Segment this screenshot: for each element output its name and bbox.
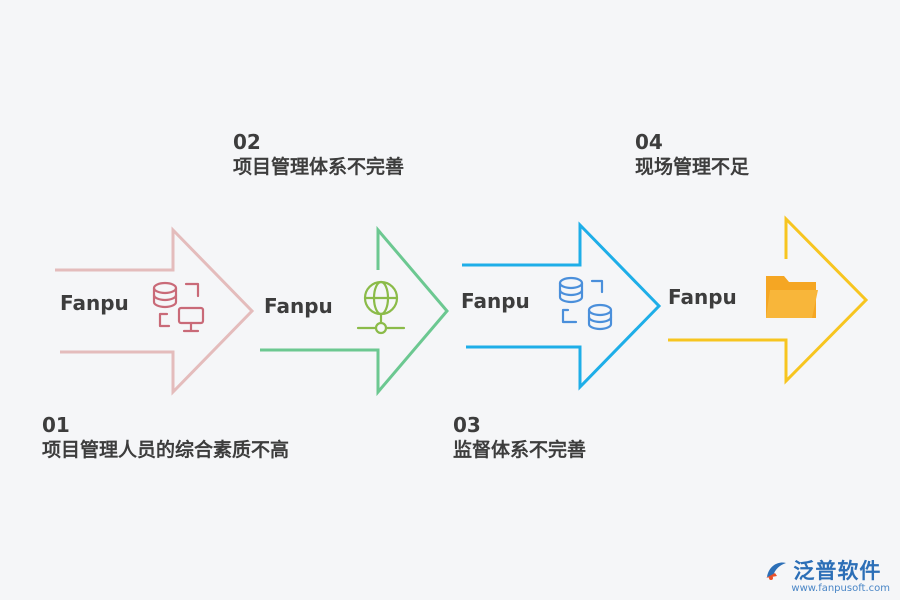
step-4-number: 04 xyxy=(635,130,663,154)
arrow-step-4: Fanpu xyxy=(668,215,869,385)
step-2-number: 02 xyxy=(233,130,261,154)
database-sync-icon xyxy=(558,276,613,331)
arrow-1-text: Fanpu xyxy=(60,291,129,315)
step-1-number: 01 xyxy=(42,413,70,437)
database-monitor-icon xyxy=(152,281,205,333)
step-2-label: 02 项目管理体系不完善 xyxy=(233,130,404,180)
arrow-step-2: Fanpu xyxy=(260,225,449,397)
step-1-label: 01 项目管理人员的综合素质不高 xyxy=(42,413,289,463)
step-3-label: 03 监督体系不完善 xyxy=(453,413,586,463)
step-4-title: 现场管理不足 xyxy=(635,156,750,178)
step-3-title: 监督体系不完善 xyxy=(453,439,587,461)
brand-logo: 泛普软件 www.fanpusoft.com xyxy=(763,555,890,594)
step-4-label: 04 现场管理不足 xyxy=(635,130,749,180)
folder-icon xyxy=(766,276,818,318)
logo-url: www.fanpusoft.com xyxy=(791,583,890,594)
logo-mark-icon xyxy=(766,562,787,580)
globe-network-icon xyxy=(356,280,406,335)
logo-name: 泛普软件 xyxy=(793,559,882,583)
step-2-title: 项目管理体系不完善 xyxy=(233,156,405,178)
arrow-step-3: Fanpu xyxy=(461,221,662,391)
arrow-step-1: Fanpu xyxy=(55,226,255,396)
arrow-3-text: Fanpu xyxy=(461,289,530,313)
step-3-number: 03 xyxy=(453,413,481,437)
arrow-4-text: Fanpu xyxy=(668,285,737,309)
arrow-2-text: Fanpu xyxy=(264,294,333,318)
step-1-title: 项目管理人员的综合素质不高 xyxy=(42,439,290,461)
